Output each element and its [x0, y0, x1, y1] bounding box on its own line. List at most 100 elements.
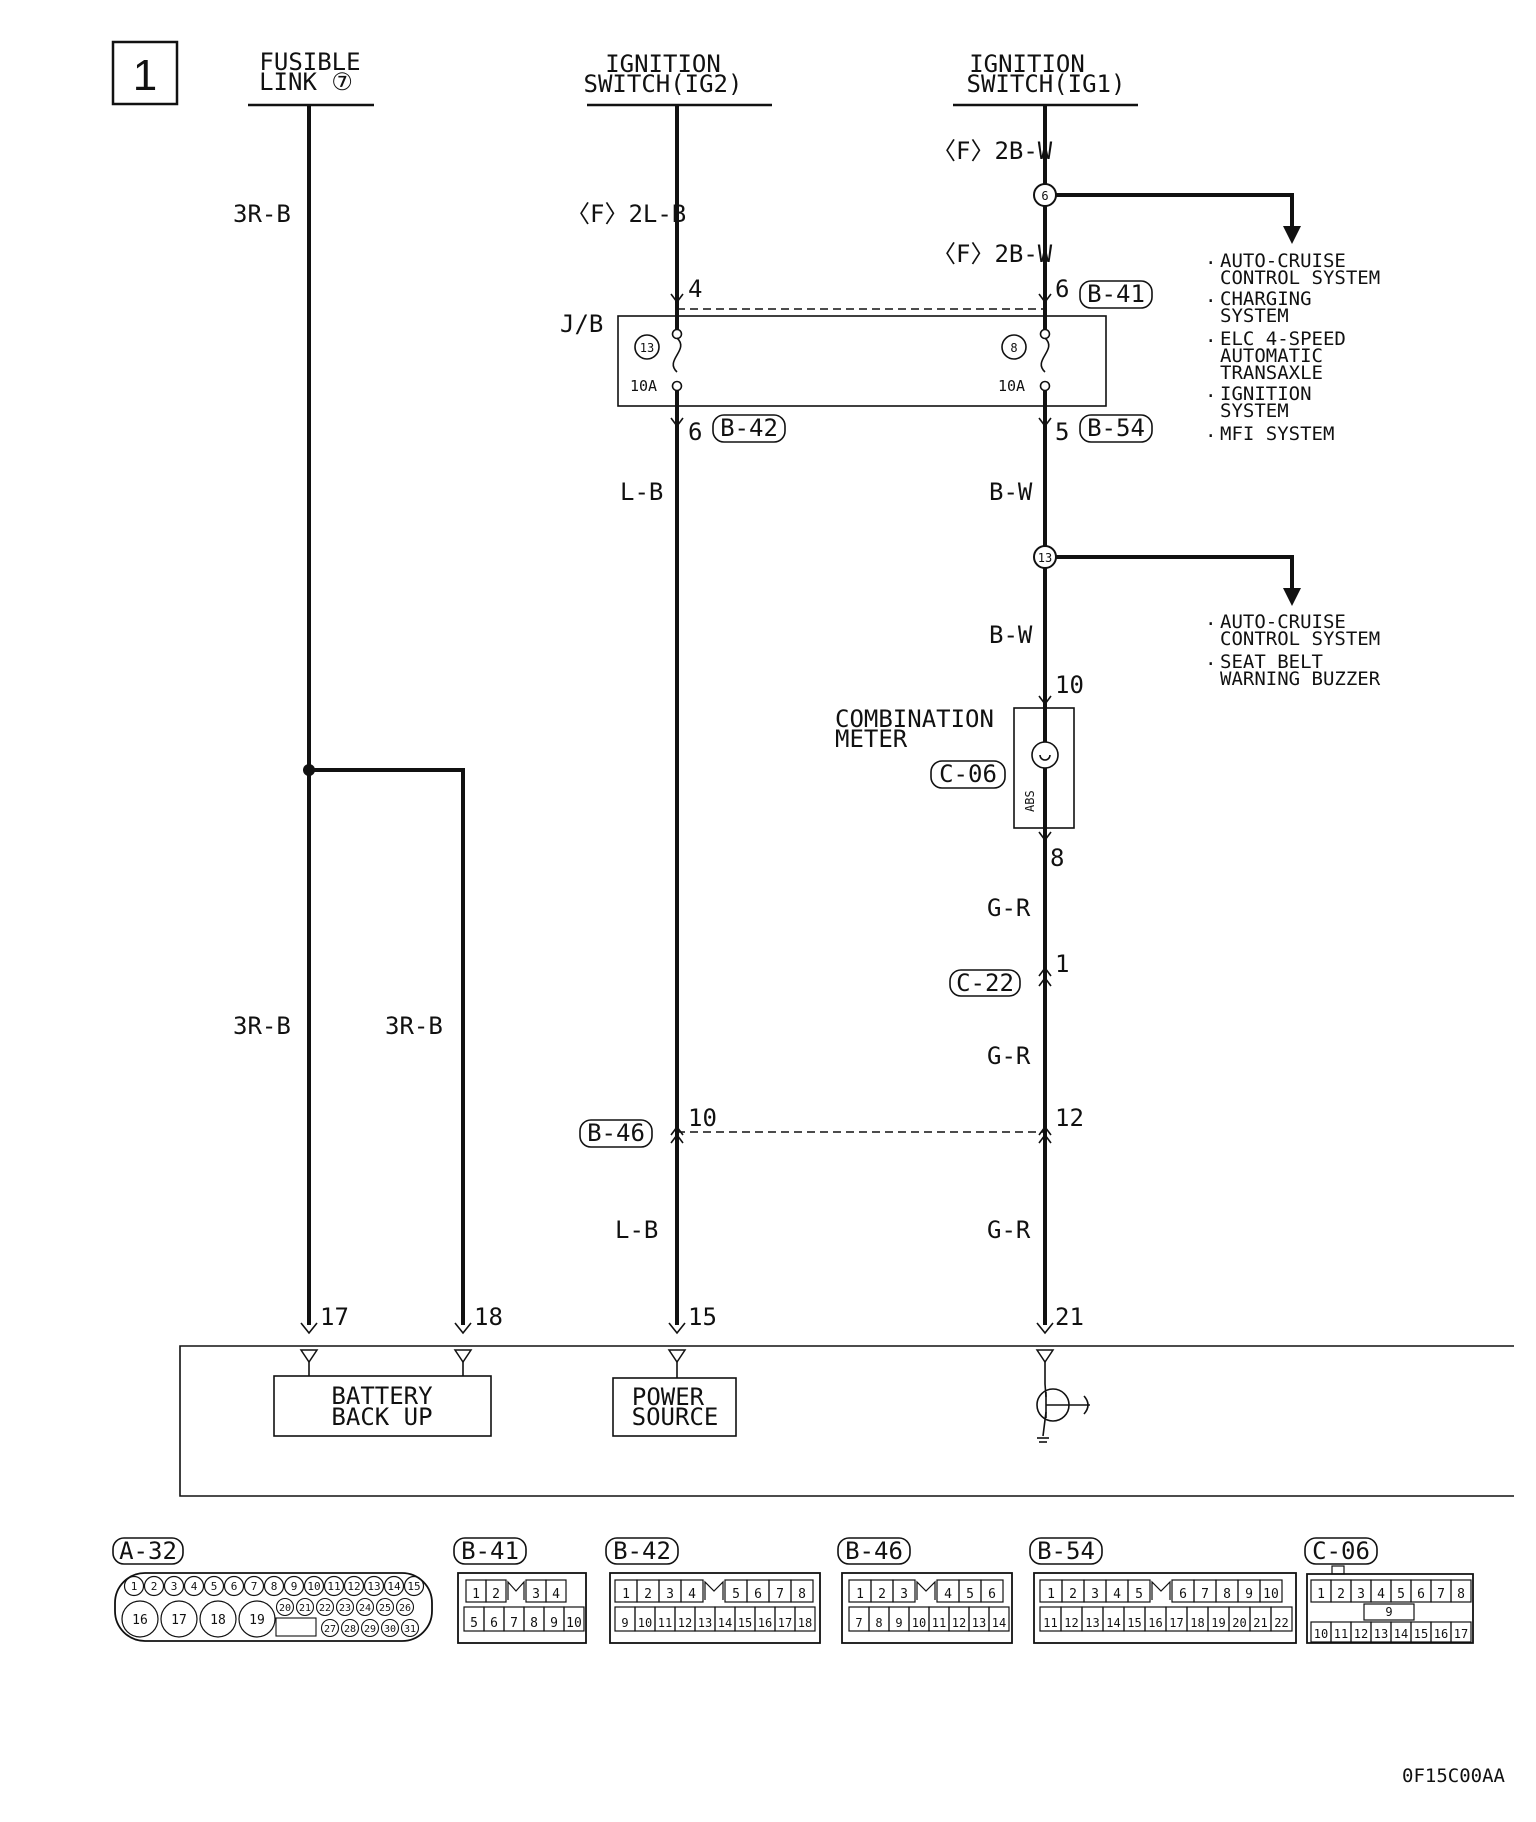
pin-jb-out-right: 5	[1055, 418, 1069, 446]
wire-label-ig1-meter: B-W	[989, 621, 1033, 649]
pin-number: 28	[344, 1624, 356, 1635]
pin-cell	[199, 1600, 237, 1638]
pin-number: 12	[1064, 1616, 1078, 1630]
branch-arrow-upper-icon	[1283, 226, 1301, 244]
a32-shell	[114, 1572, 433, 1642]
pin-number: 4	[688, 1587, 696, 1602]
pin-number: 11	[1043, 1616, 1057, 1630]
pin-number: 14	[1106, 1616, 1120, 1630]
pin-cell	[203, 1575, 225, 1597]
splice-lower-num: 13	[1038, 551, 1052, 565]
pin-cell	[295, 1597, 315, 1617]
connector-view-tag-text: B-46	[845, 1537, 903, 1565]
pin-cell	[315, 1597, 335, 1617]
pin-number: 18	[798, 1616, 812, 1630]
pin-number: 3	[1091, 1587, 1099, 1602]
battery-backup-block: BATTERY BACK UP	[273, 1375, 492, 1437]
wire-label-ig1-gr2: G-R	[987, 1042, 1031, 1070]
ecu-outline	[179, 1345, 1514, 1497]
svg-text:·: ·	[1205, 252, 1216, 274]
fusible-link-label-2: LINK ⑦	[259, 68, 353, 96]
pin-number: 17	[1169, 1616, 1183, 1630]
pin-number: 10	[566, 1616, 582, 1631]
wire-label-ig1-mid: B-W	[989, 478, 1033, 506]
key-slot-icon	[916, 1580, 936, 1600]
wire-label-ig1-gr3: G-R	[987, 1216, 1031, 1244]
pin-number: 4	[552, 1587, 560, 1602]
pin-number: 7	[251, 1580, 258, 1593]
pin-number: 15	[738, 1616, 752, 1630]
pin-cell	[121, 1600, 159, 1638]
branch-wire-lower	[1056, 555, 1294, 592]
battery-label-2: BACK UP	[331, 1403, 432, 1431]
b42-shell	[609, 1572, 821, 1644]
branch-upper-2b: SYSTEM	[1220, 305, 1289, 327]
branch-list-lower: · AUTO-CRUISE CONTROL SYSTEM · SEAT BELT…	[1205, 611, 1381, 690]
pin-number: 26	[399, 1603, 411, 1614]
pin-cell	[343, 1575, 365, 1597]
branch-upper-1b: CONTROL SYSTEM	[1220, 267, 1380, 289]
pin-cell	[545, 1579, 567, 1603]
page-number-box: 1	[111, 40, 179, 106]
pin-number: 10	[1263, 1587, 1279, 1602]
pin-number: 4	[944, 1587, 952, 1602]
figure-code: 0F15C00AA	[1402, 1765, 1506, 1787]
key-slot-icon	[1151, 1580, 1171, 1600]
wire-fusible-branch	[309, 768, 465, 1325]
pin-number: 3	[1357, 1587, 1365, 1602]
ig2-label-1: IGNITION	[605, 50, 721, 78]
connector-view-tag-c06: C-06	[1304, 1537, 1378, 1565]
pin-number: 15	[1414, 1627, 1428, 1641]
pin-number: 9	[550, 1616, 558, 1631]
pin-number: 8	[1457, 1587, 1465, 1602]
pin-number: 2	[644, 1587, 652, 1602]
fuse-right-rating: 10A	[998, 377, 1025, 395]
wire-label-fl-bottom-right: 3R-B	[385, 1012, 443, 1040]
pin-number: 2	[1337, 1587, 1345, 1602]
pin-number: 13	[367, 1580, 380, 1593]
combination-meter: COMBINATION METER ABS	[835, 695, 1075, 842]
key-slot-icon	[507, 1580, 525, 1600]
wire-label-ig1-top: 〈F〉2B-W	[932, 137, 1053, 165]
pin-cell	[563, 1606, 585, 1632]
pin-ecu-21: 21	[1055, 1303, 1084, 1331]
pin-cell	[183, 1575, 205, 1597]
pin-b46-left: 10	[688, 1104, 717, 1132]
wire-label-fl-top: 3R-B	[233, 200, 291, 228]
page-number: 1	[133, 51, 157, 100]
pin-cell	[263, 1575, 285, 1597]
pin-number: 14	[718, 1616, 732, 1630]
b46-shell	[841, 1572, 1013, 1644]
pin-number: 1	[856, 1587, 864, 1602]
transistor-icon	[1036, 1383, 1090, 1443]
branch-lower-1b: CONTROL SYSTEM	[1220, 628, 1380, 650]
pin-cell	[238, 1600, 276, 1638]
branch-list-upper: · AUTO-CRUISE CONTROL SYSTEM · CHARGING …	[1205, 250, 1380, 447]
branch-lower-2a: SEAT BELT	[1220, 651, 1323, 673]
pin-ecu-18: 18	[474, 1303, 503, 1331]
connector-view-tag-text: C-06	[1312, 1537, 1370, 1565]
pin-ecu-15: 15	[688, 1303, 717, 1331]
pin-meter-in: 10	[1055, 671, 1084, 699]
b54-shell	[1033, 1572, 1297, 1644]
branch-arrow-lower-icon	[1283, 588, 1301, 606]
pin-cell	[323, 1575, 345, 1597]
pin-number: 7	[1437, 1587, 1445, 1602]
pin-number: 13	[1374, 1627, 1388, 1641]
svg-text:·: ·	[1205, 613, 1216, 635]
pin-cell	[988, 1606, 1010, 1632]
pin-number: 6	[1179, 1587, 1187, 1602]
pin-number: 10	[307, 1580, 320, 1593]
pin-c22: 1	[1055, 950, 1069, 978]
ig1-source: IGNITION SWITCH(IG1)	[953, 50, 1138, 107]
pin-cell	[680, 1579, 704, 1603]
connector-view-tag-text: B-42	[613, 1537, 671, 1565]
fuse-left-num: 13	[640, 341, 654, 355]
pin-cell	[980, 1579, 1004, 1603]
